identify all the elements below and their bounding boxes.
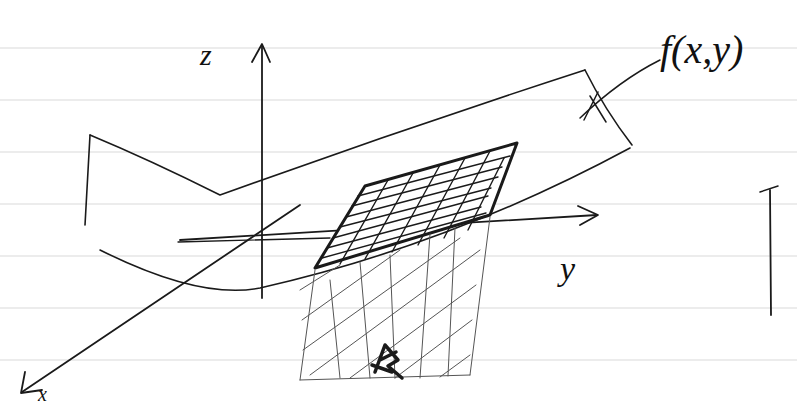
function-label: f(x,y) [660, 30, 743, 70]
axis-label: x [38, 384, 47, 404]
axis-label: y [560, 252, 575, 286]
axis-label: z [200, 40, 212, 70]
